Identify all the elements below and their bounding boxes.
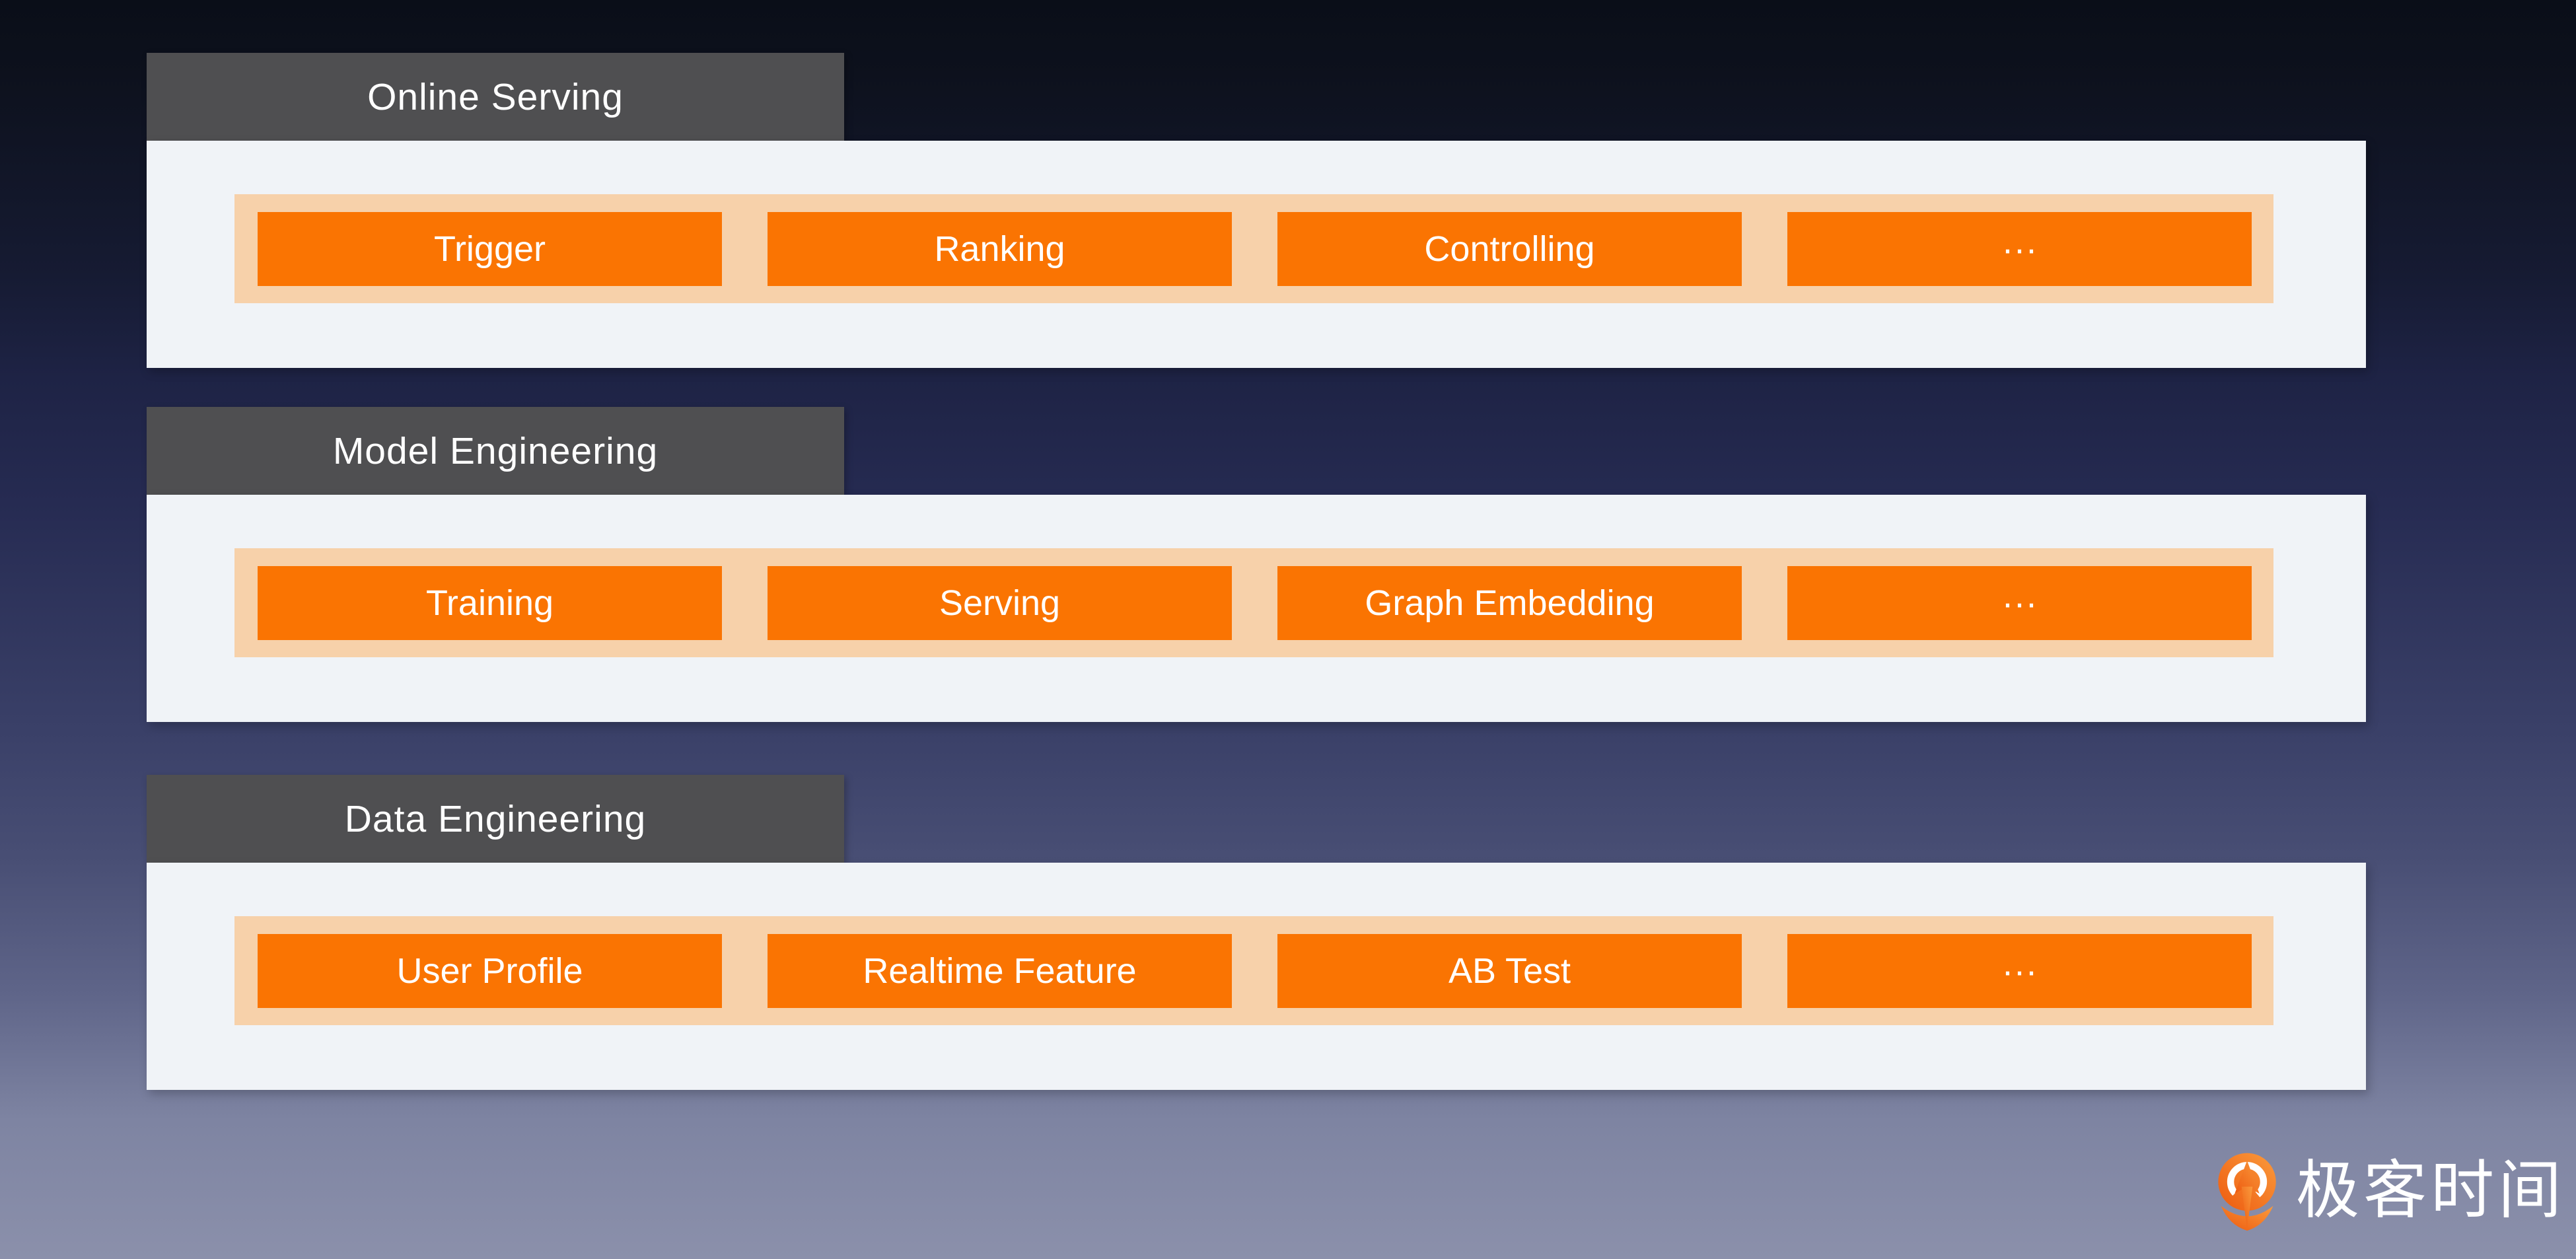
component-box-user-profile: User Profile bbox=[258, 933, 722, 1008]
group-online-serving: Online Serving Trigger Ranking Controlli… bbox=[147, 53, 2366, 368]
group-model-engineering: Model Engineering Training Serving Graph… bbox=[147, 407, 2366, 722]
component-box-label: Controlling bbox=[1424, 229, 1595, 269]
group-panel: User Profile Realtime Feature AB Test ··… bbox=[147, 863, 2366, 1090]
group-data-engineering: Data Engineering User Profile Realtime F… bbox=[147, 775, 2366, 1090]
component-box-label: AB Test bbox=[1448, 951, 1571, 991]
component-box-label: ··· bbox=[2001, 229, 2038, 269]
component-box-label: User Profile bbox=[396, 951, 583, 991]
component-box-label: Trigger bbox=[433, 229, 546, 269]
component-box-ellipsis: ··· bbox=[1787, 565, 2252, 640]
component-box-controlling: Controlling bbox=[1277, 211, 1742, 286]
group-tab: Online Serving bbox=[147, 53, 844, 141]
component-box-ab-test: AB Test bbox=[1277, 933, 1742, 1008]
group-panel: Trigger Ranking Controlling ··· bbox=[147, 141, 2366, 368]
component-box-ranking: Ranking bbox=[768, 211, 1232, 286]
component-box-trigger: Trigger bbox=[258, 211, 722, 286]
component-band: Training Serving Graph Embedding ··· bbox=[234, 548, 2273, 657]
group-tab-label: Online Serving bbox=[367, 75, 624, 118]
component-box-serving: Serving bbox=[768, 565, 1232, 640]
component-box-label: ··· bbox=[2001, 583, 2038, 623]
geektime-logo-text: 极客时间 bbox=[2296, 1155, 2565, 1226]
component-box-label: Serving bbox=[939, 583, 1061, 623]
component-band: Trigger Ranking Controlling ··· bbox=[234, 194, 2273, 303]
geektime-pin-icon bbox=[2218, 1153, 2276, 1231]
component-band: User Profile Realtime Feature AB Test ··… bbox=[234, 916, 2273, 1025]
group-panel: Training Serving Graph Embedding ··· bbox=[147, 495, 2366, 722]
group-tab-label: Model Engineering bbox=[332, 429, 659, 472]
group-tab: Model Engineering bbox=[147, 407, 844, 495]
component-box-ellipsis: ··· bbox=[1787, 211, 2252, 286]
group-tab-label: Data Engineering bbox=[344, 797, 647, 840]
component-box-label: ··· bbox=[2001, 951, 2038, 991]
component-box-ellipsis: ··· bbox=[1787, 933, 2252, 1008]
component-box-training: Training bbox=[258, 565, 722, 640]
component-box-label: Realtime Feature bbox=[863, 951, 1137, 991]
component-box-realtime-feature: Realtime Feature bbox=[768, 933, 1232, 1008]
group-tab: Data Engineering bbox=[147, 775, 844, 863]
geektime-logo: 极客时间 bbox=[2213, 1152, 2565, 1237]
component-box-label: Training bbox=[425, 583, 554, 623]
component-box-graph-embedding: Graph Embedding bbox=[1277, 565, 1742, 640]
component-box-label: Ranking bbox=[934, 229, 1065, 269]
component-box-label: Graph Embedding bbox=[1365, 583, 1655, 623]
